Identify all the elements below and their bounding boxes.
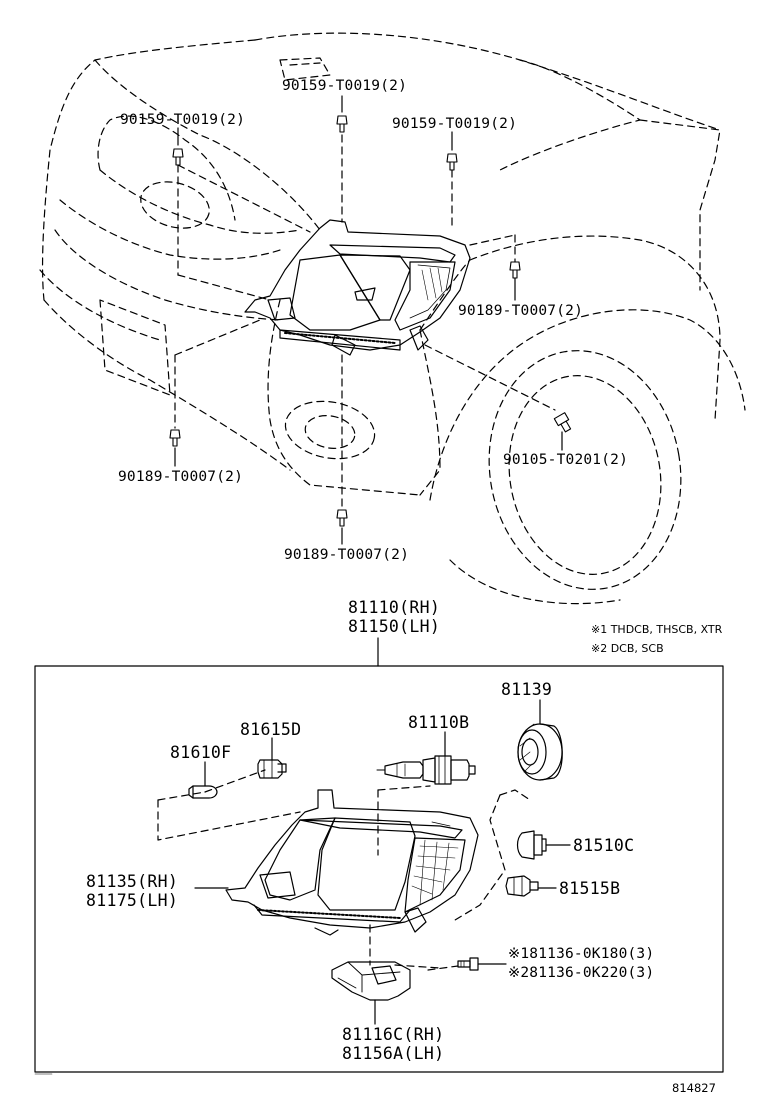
callout-clip-upper-right: 90159-T0019(2) (392, 116, 518, 132)
label-81110B: 81110B (408, 713, 470, 732)
assembly-number-rh: 81110(RH) (348, 598, 441, 617)
socket-turn-81515B (505, 875, 539, 897)
vehicle-body-outline (39, 32, 746, 605)
label-81615D: 81615D (240, 720, 302, 739)
clip-upper-right (446, 153, 458, 171)
assembly-box (34, 665, 724, 1073)
vehicle-callout-leaders (174, 95, 563, 545)
label-bolt-2: ※281136-0K220(3) (508, 965, 655, 981)
callout-screw-lower-right: 90105-T0201(2) (503, 452, 629, 468)
bulb-side-81610F (188, 785, 218, 799)
vehicle-fasteners (169, 115, 572, 527)
page-number: 814827 (672, 1081, 716, 1095)
label-81515B: 81515B (559, 879, 621, 898)
headlamp-installed (244, 219, 471, 356)
bulb-headlamp-81110B (376, 755, 476, 785)
socket-side-81615D (257, 759, 287, 779)
callout-clip-upper-left: 90159-T0019(2) (120, 112, 246, 128)
callout-clip-lower-right: 90189-T0007(2) (458, 303, 584, 319)
clip-lower-center (336, 509, 348, 527)
callout-clip-upper-center: 90159-T0019(2) (282, 78, 408, 94)
vehicle-leader-lines (174, 134, 556, 511)
headlamp-unit (225, 789, 479, 936)
note-2: ※2 DCB, SCB (591, 642, 664, 655)
label-81116C-rh: 81116C(RH) (342, 1025, 445, 1044)
label-81139: 81139 (501, 680, 553, 699)
assembly-number-lh: 81150(LH) (348, 617, 441, 636)
bulb-turn-81510C (516, 830, 547, 860)
label-81610F: 81610F (170, 743, 232, 762)
note-1: ※1 THDCB, THSCB, XTR (591, 623, 723, 636)
bolt-81136 (457, 957, 479, 971)
assembly-guide-lines (157, 769, 531, 971)
clip-lower-right (509, 261, 521, 279)
label-81156A-lh: 81156A(LH) (342, 1044, 445, 1063)
label-81175-lh: 81175(LH) (86, 891, 179, 910)
clip-lower-left (169, 429, 181, 447)
callout-clip-lower-center: 90189-T0007(2) (284, 547, 410, 563)
bracket-81116C (331, 961, 411, 1001)
callout-clip-lower-left: 90189-T0007(2) (118, 469, 244, 485)
clip-upper-center (336, 115, 348, 133)
socket-cover-81139 (517, 723, 563, 781)
label-bolt-1: ※181136-0K180(3) (508, 946, 655, 962)
screw-lower-right (553, 412, 572, 433)
label-81135-rh: 81135(RH) (86, 872, 179, 891)
label-81510C: 81510C (573, 836, 635, 855)
clip-upper-left (172, 148, 184, 166)
